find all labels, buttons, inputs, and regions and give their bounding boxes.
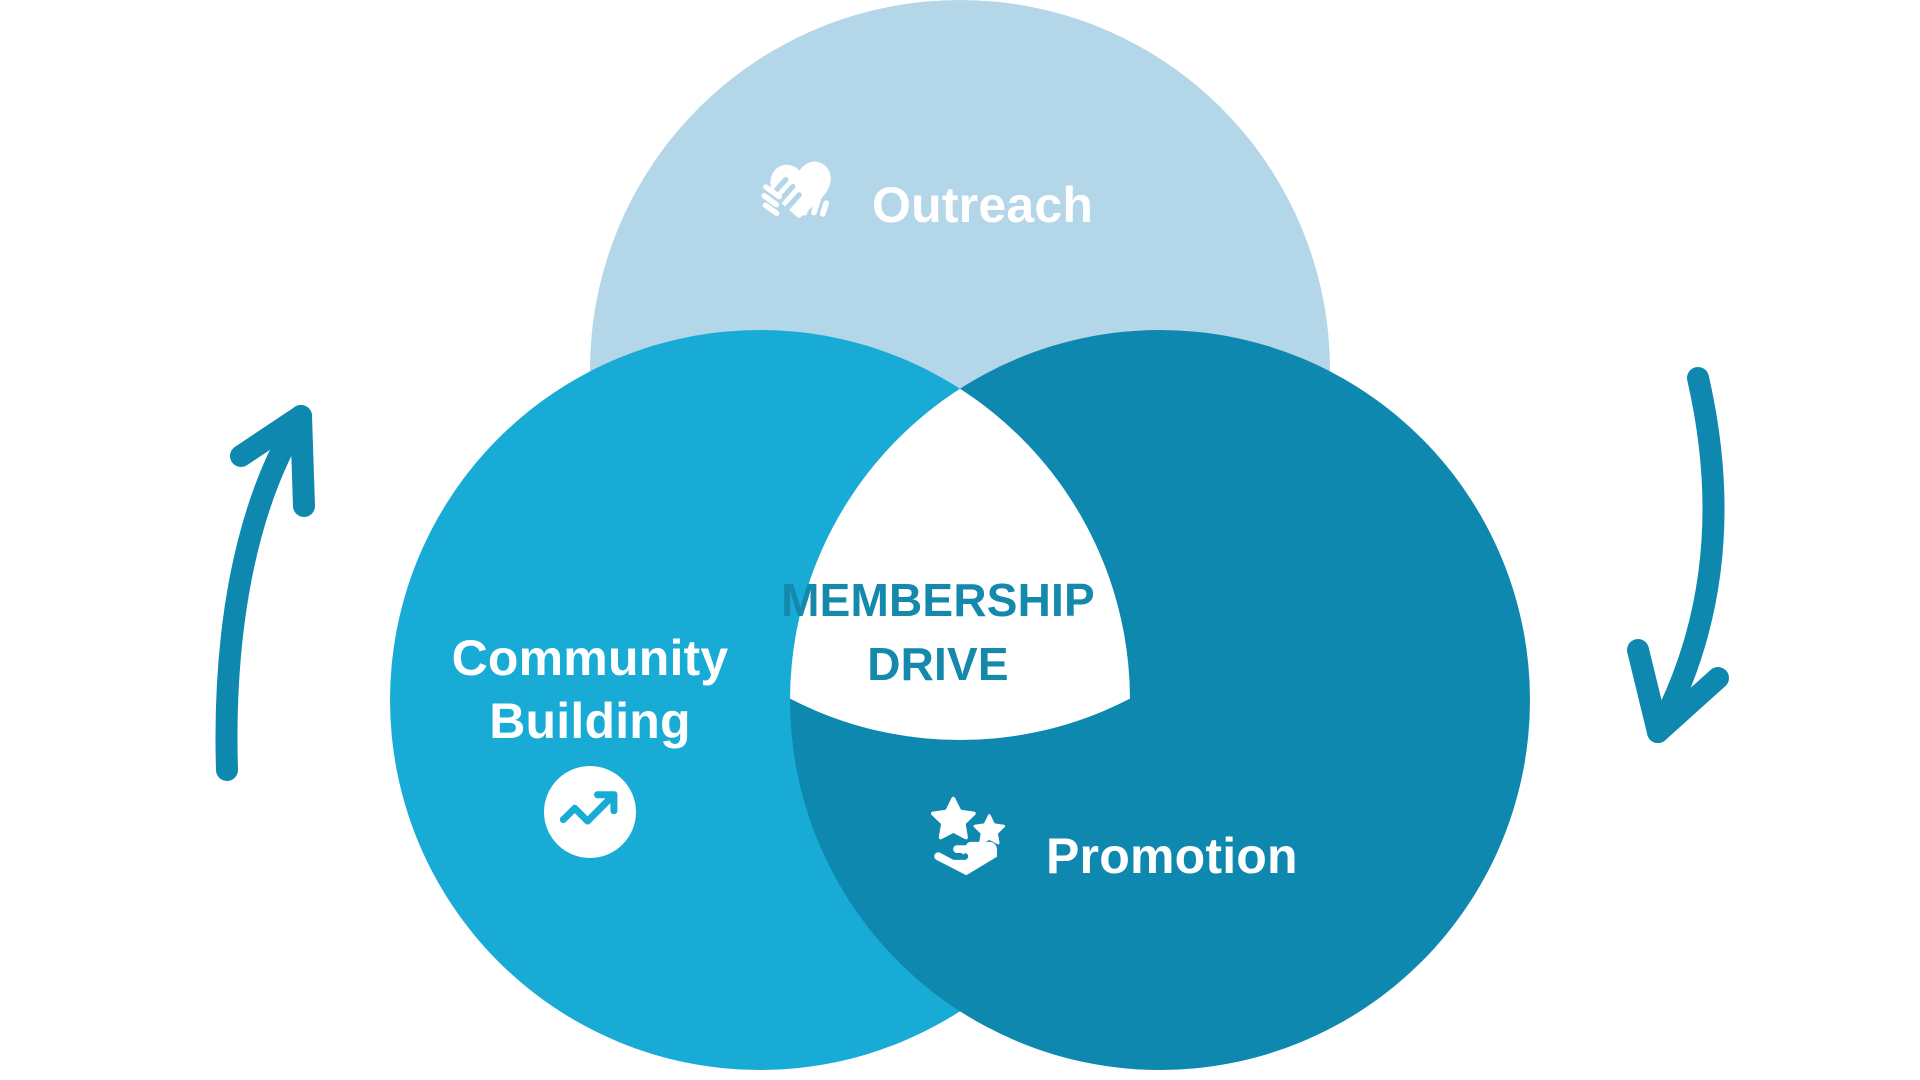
center-label-line2: DRIVE [867, 638, 1009, 690]
community-building-label-group[interactable]: Community Building [452, 630, 729, 858]
membership-drive-center-label: MEMBERSHIP DRIVE [781, 574, 1095, 690]
center-label-line1: MEMBERSHIP [781, 574, 1095, 626]
promotion-label: Promotion [1046, 828, 1298, 884]
promotion-label-group[interactable]: Promotion [930, 796, 1298, 884]
growth-chart-icon [544, 766, 636, 858]
outreach-label-group[interactable]: Outreach [761, 161, 1094, 233]
outreach-label: Outreach [872, 177, 1093, 233]
curved-arrow-up-icon [227, 416, 304, 770]
community-building-label-line2: Building [489, 693, 691, 749]
community-building-label-line1: Community [452, 630, 729, 686]
curved-arrow-down-icon [1638, 378, 1718, 732]
